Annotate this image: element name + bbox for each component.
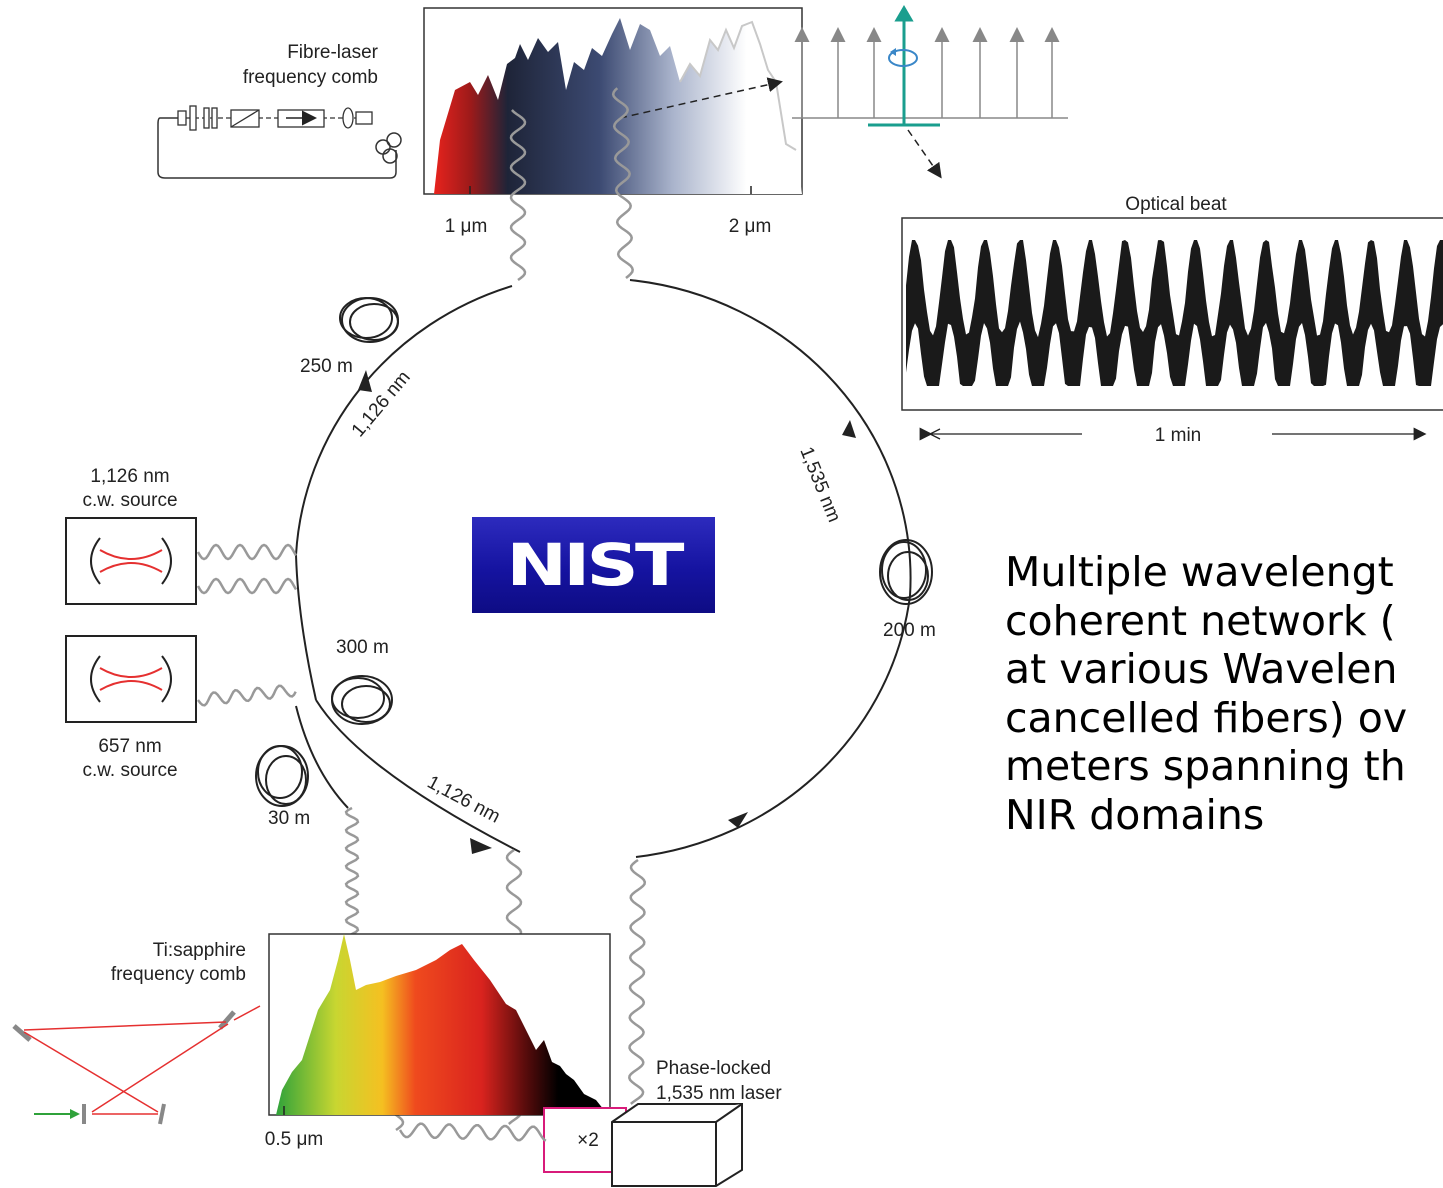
source-657-line2: c.w. source [82,760,177,781]
fibre-comb-title-line2: frequency comb [243,67,378,88]
source-1126-line2: c.w. source [82,490,177,511]
description-line: Multiple wavelengt [1005,548,1394,596]
fibre-coil-300m [331,675,393,725]
label-1126nm-bottom: 1,126 nm [424,772,504,828]
source-1126-box [65,517,197,605]
description-line: at various Wavelen [1005,645,1398,693]
fibre-coil-30m [255,745,309,807]
phase-locked-line2: 1,535 nm laser [656,1083,782,1104]
description-line: meters spanning th [1005,742,1406,790]
comb-teeth [792,27,1068,119]
nist-logo: NIST [472,517,715,613]
label-30m: 30 m [268,808,310,829]
label-300m: 300 m [336,637,389,658]
ti-sapphire-title-line1: Ti:sapphire [153,940,246,961]
optical-beat-title: Optical beat [1125,194,1227,215]
selected-tooth-arrow-teal [868,5,940,127]
fibre-comb-spectrum [423,7,803,195]
label-250m: 250 m [300,356,353,377]
ti-sapphire-tick: 0.5 μm [265,1129,323,1150]
ti-sapphire-title-line2: frequency comb [111,964,246,985]
phase-locked-laser-box [611,1103,743,1187]
fibre-coil-250m [339,297,399,343]
fibre-comb-tick-2um: 2 μm [729,216,772,237]
description-line: cancelled fibers) ov [1005,693,1408,742]
optical-beat-duration: 1 min [1155,425,1201,446]
source-657-line1: 657 nm [98,736,161,757]
fibre-coil-200m [879,539,933,605]
ti-sapphire-cavity [12,1005,261,1125]
description-text: Multiple wavelengt coherent network ( at… [1005,548,1443,928]
ring-direction-arrows [358,370,856,854]
description-line: NIR domains [1005,790,1265,839]
label-200m: 200 m [883,620,936,641]
fibre-comb-tick-1um: 1 μm [445,216,488,237]
source-657-box [65,635,197,723]
phase-locked-line1: Phase-locked [656,1058,771,1079]
label-1535nm: 1,535 nm [795,444,844,525]
doubler-label: ×2 [577,1130,599,1151]
fibre-laser-cavity [157,105,402,179]
nist-logo-text: NIST [506,531,684,599]
fiber-link-doubler [398,1122,547,1142]
fibre-comb-title-line1: Fibre-laser [287,42,378,63]
rotation-icon [888,48,918,67]
description-line: coherent network ( [1005,596,1396,645]
optical-beat-signal [906,240,1443,386]
ti-sapphire-spectrum [268,933,611,1116]
source-1126-line1: 1,126 nm [90,466,169,487]
label-1126nm-top: 1,126 nm [348,367,415,441]
